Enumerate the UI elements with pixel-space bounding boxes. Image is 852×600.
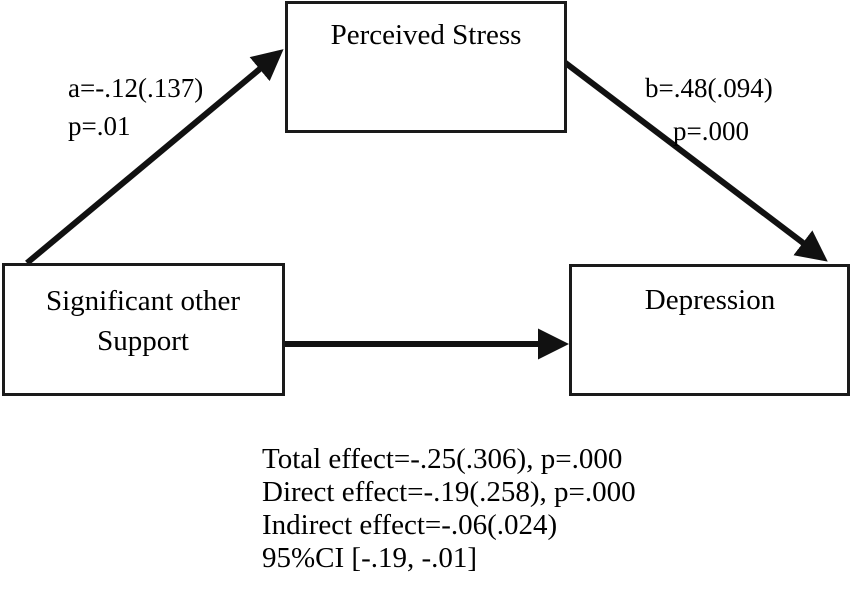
effect-summary-line-total: Total effect=-.25(.306), p=.000 <box>262 443 622 475</box>
node-depression: Depression <box>569 264 850 396</box>
node-significant-other-support-label-line-2: Support <box>97 325 189 357</box>
node-perceived-stress: Perceived Stress <box>285 1 567 133</box>
path-b-pvalue-label: p=.000 <box>673 116 749 146</box>
node-depression-label: Depression <box>645 284 776 316</box>
path-b-coefficient-label: b=.48(.094) <box>645 73 773 103</box>
node-perceived-stress-box <box>285 1 567 133</box>
node-depression-box <box>569 264 850 396</box>
path-b-arrow <box>553 52 828 262</box>
effect-summary: Total effect=-.25(.306), p=.000 Direct e… <box>262 443 636 574</box>
node-perceived-stress-label: Perceived Stress <box>331 19 522 51</box>
node-significant-other-support-box <box>2 263 285 396</box>
path-a-coefficient-label: a=-.12(.137) <box>68 73 203 103</box>
path-a-pvalue-label: p=.01 <box>68 111 130 141</box>
node-significant-other-support: Significant other Support <box>2 263 285 396</box>
node-significant-other-support-label-line-1: Significant other <box>46 285 240 317</box>
effect-summary-line-direct: Direct effect=-.19(.258), p=.000 <box>262 476 636 508</box>
path-a-arrow <box>25 49 284 266</box>
effect-summary-line-indirect: Indirect effect=-.06(.024) <box>262 509 557 541</box>
effect-summary-line-confidence-interval: 95%CI [-.19, -.01] <box>262 542 477 574</box>
